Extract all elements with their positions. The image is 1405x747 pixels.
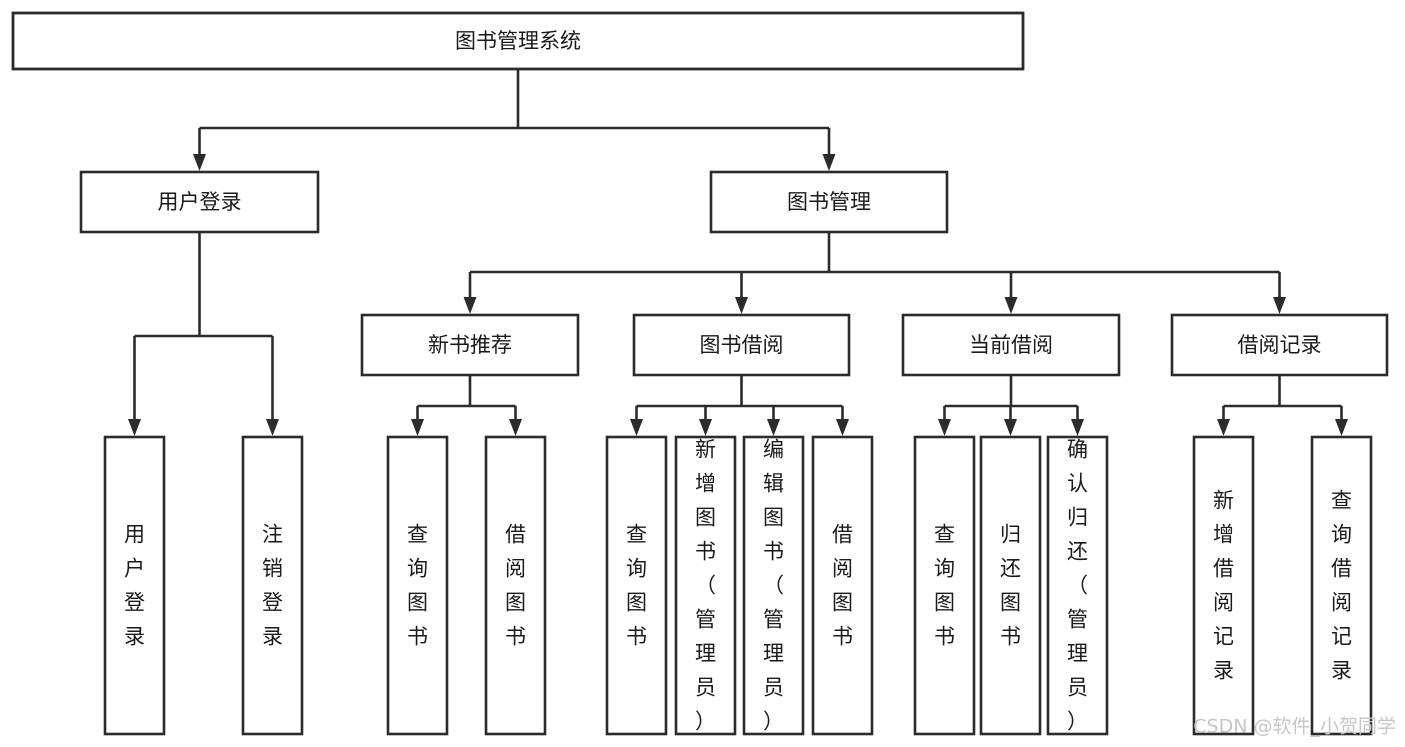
- node-label: 新书推荐: [428, 333, 512, 357]
- connector-layer: [128, 69, 1348, 436]
- node-current-borrow[interactable]: 当前借阅: [901, 313, 1121, 377]
- node-leaf-logout[interactable]: 注销登录: [241, 435, 304, 736]
- node-label: 图书管理系统: [455, 29, 581, 53]
- node-label: 用户登录: [124, 523, 145, 649]
- node-label: 查询借阅记录: [1331, 489, 1352, 683]
- node-root[interactable]: 图书管理系统: [11, 11, 1025, 71]
- node-leaf-user-login[interactable]: 用户登录: [103, 435, 166, 736]
- node-label: 借阅记录: [1238, 333, 1322, 357]
- node-box: [913, 435, 976, 736]
- node-book-borrow[interactable]: 图书借阅: [632, 313, 851, 377]
- arrow-head-icon: [128, 419, 141, 436]
- arrow-head-icon: [1004, 419, 1017, 436]
- node-label: 借阅图书: [505, 523, 526, 649]
- node-label: 新增图书（管理员）: [695, 438, 716, 734]
- arrow-head-icon: [193, 154, 206, 171]
- node-leaf-add-book-admin[interactable]: 新增图书（管理员）: [674, 435, 737, 736]
- arrow-head-icon: [411, 419, 424, 436]
- arrow-head-icon: [767, 419, 780, 436]
- node-box: [979, 435, 1042, 736]
- node-box: [484, 435, 547, 736]
- node-box: [103, 435, 166, 736]
- node-label: 查询图书: [934, 523, 955, 649]
- node-box: [241, 435, 304, 736]
- node-new-book-recommend[interactable]: 新书推荐: [360, 313, 580, 377]
- csdn-watermark: CSDN @软件_小贺同学: [1193, 716, 1396, 738]
- node-label: 查询图书: [626, 523, 647, 649]
- arrow-head-icon: [1273, 297, 1286, 314]
- node-leaf-query-book-2[interactable]: 查询图书: [605, 435, 668, 736]
- node-box: [811, 435, 874, 736]
- node-leaf-edit-book-admin[interactable]: 编辑图书（管理员）: [742, 435, 805, 736]
- node-box: [1310, 435, 1373, 736]
- node-label: 编辑图书（管理员）: [763, 438, 784, 734]
- node-label: 当前借阅: [969, 333, 1053, 357]
- arrow-head-icon: [1335, 419, 1348, 436]
- node-leaf-add-record[interactable]: 新增借阅记录: [1192, 435, 1255, 736]
- arrow-head-icon: [822, 154, 836, 171]
- node-box: [79, 170, 320, 234]
- arrow-head-icon: [938, 419, 951, 436]
- node-leaf-borrow-book-1[interactable]: 借阅图书: [484, 435, 547, 736]
- node-layer: 图书管理系统用户登录图书管理新书推荐图书借阅当前借阅借阅记录用户登录注销登录查询…: [11, 11, 1389, 736]
- arrow-head-icon: [1217, 419, 1230, 436]
- node-box: [1192, 435, 1255, 736]
- node-box: [742, 435, 805, 736]
- arrow-head-icon: [630, 419, 643, 436]
- arrow-head-icon: [509, 419, 522, 436]
- node-leaf-borrow-book-2[interactable]: 借阅图书: [811, 435, 874, 736]
- node-user-login[interactable]: 用户登录: [79, 170, 320, 234]
- node-box: [360, 313, 580, 377]
- node-box: [674, 435, 737, 736]
- arrow-head-icon: [735, 297, 748, 314]
- node-label: 确认归还（管理员）: [1067, 438, 1088, 734]
- node-box: [1170, 313, 1389, 377]
- node-book-manage[interactable]: 图书管理: [709, 170, 949, 234]
- arrow-head-icon: [463, 297, 477, 314]
- node-box: [709, 170, 949, 234]
- node-leaf-confirm-return-admin[interactable]: 确认归还（管理员）: [1046, 435, 1109, 736]
- node-label: 用户登录: [158, 190, 242, 214]
- node-leaf-return-book[interactable]: 归还图书: [979, 435, 1042, 736]
- node-box: [632, 313, 851, 377]
- node-label: 新增借阅记录: [1213, 489, 1234, 683]
- arrow-head-icon: [1071, 419, 1084, 436]
- node-box: [901, 313, 1121, 377]
- node-box: [1046, 435, 1109, 736]
- node-borrow-record[interactable]: 借阅记录: [1170, 313, 1389, 377]
- arrow-head-icon: [699, 419, 712, 436]
- node-box: [605, 435, 668, 736]
- node-label: 图书借阅: [700, 333, 784, 357]
- node-label: 注销登录: [262, 523, 283, 649]
- node-leaf-query-book-3[interactable]: 查询图书: [913, 435, 976, 736]
- node-label: 图书管理: [787, 190, 871, 214]
- arrow-head-icon: [1004, 297, 1018, 314]
- node-label: 归还图书: [1000, 523, 1021, 649]
- arrow-head-icon: [836, 419, 849, 436]
- arrow-head-icon: [266, 419, 279, 436]
- node-box: [11, 11, 1025, 71]
- node-label: 查询图书: [407, 523, 428, 649]
- node-leaf-query-book-1[interactable]: 查询图书: [386, 435, 449, 736]
- node-leaf-query-record[interactable]: 查询借阅记录: [1310, 435, 1373, 736]
- node-box: [386, 435, 449, 736]
- node-label: 借阅图书: [832, 523, 853, 649]
